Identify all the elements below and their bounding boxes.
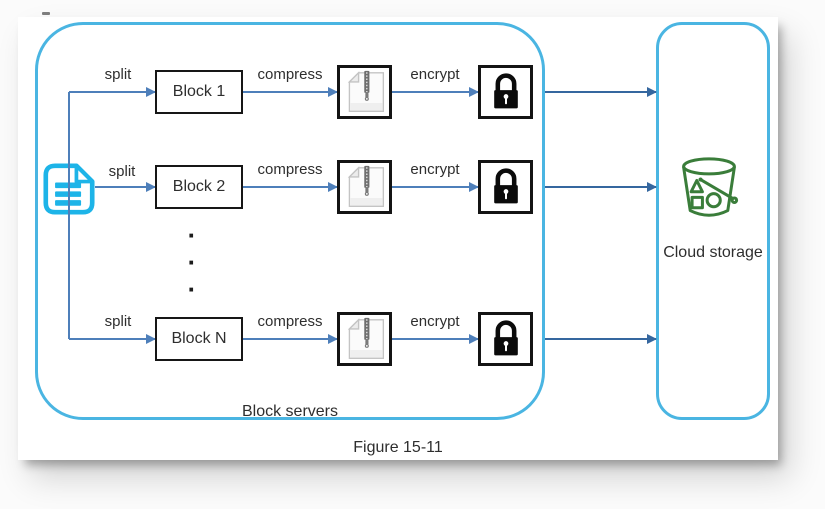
lock-icon-rowN: [478, 312, 533, 366]
cloud-storage-container: [656, 22, 770, 420]
block-n-box: Block N: [155, 317, 243, 361]
split-label-row1: split: [104, 66, 132, 83]
compress-arrow-rowN: [243, 334, 338, 344]
zip-file-icon-row1: [337, 65, 392, 119]
block-2-box: Block 2: [155, 165, 243, 209]
cursor-artifact: [42, 12, 50, 15]
upload-arrow-row2: [545, 182, 657, 192]
split-label-rowN: split: [104, 313, 132, 330]
lock-icon-row2: [478, 160, 533, 214]
encrypt-arrow-rowN: [392, 334, 479, 344]
lock-icon-row1: [478, 65, 533, 119]
vertical-ellipsis: · · ·: [187, 220, 197, 304]
compress-label-row1: compress: [257, 66, 323, 83]
diagram-card: split Block 1 compress encrypt: [18, 17, 778, 460]
split-arrow-row1: [69, 87, 156, 97]
encrypt-arrow-row1: [392, 87, 479, 97]
block-1-label: Block 1: [172, 83, 226, 100]
zip-file-icon-rowN: [337, 312, 392, 366]
block-n-label: Block N: [171, 330, 227, 347]
compress-label-row2: compress: [257, 161, 323, 178]
block-2-label: Block 2: [172, 178, 226, 195]
compress-arrow-row1: [243, 87, 338, 97]
split-arrow-row2: [95, 182, 156, 192]
compress-arrow-row2: [243, 182, 338, 192]
split-arrow-rowN: [69, 334, 156, 344]
cloud-storage-label: Cloud storage: [663, 244, 763, 261]
encrypt-label-row2: encrypt: [410, 161, 460, 178]
zip-file-icon-row2: [337, 160, 392, 214]
upload-arrow-rowN: [545, 334, 657, 344]
split-branch-line: [68, 92, 70, 339]
upload-arrow-row1: [545, 87, 657, 97]
encrypt-arrow-row2: [392, 182, 479, 192]
storage-bucket-icon: [678, 155, 740, 221]
block-servers-container: [35, 22, 545, 420]
block-servers-label: Block servers: [241, 403, 339, 420]
compress-label-rowN: compress: [257, 313, 323, 330]
block-1-box: Block 1: [155, 70, 243, 114]
split-label-row2: split: [108, 163, 136, 180]
encrypt-label-row1: encrypt: [410, 66, 460, 83]
figure-caption: Figure 15-11: [353, 439, 443, 456]
encrypt-label-rowN: encrypt: [410, 313, 460, 330]
document-file-icon: [43, 162, 95, 216]
